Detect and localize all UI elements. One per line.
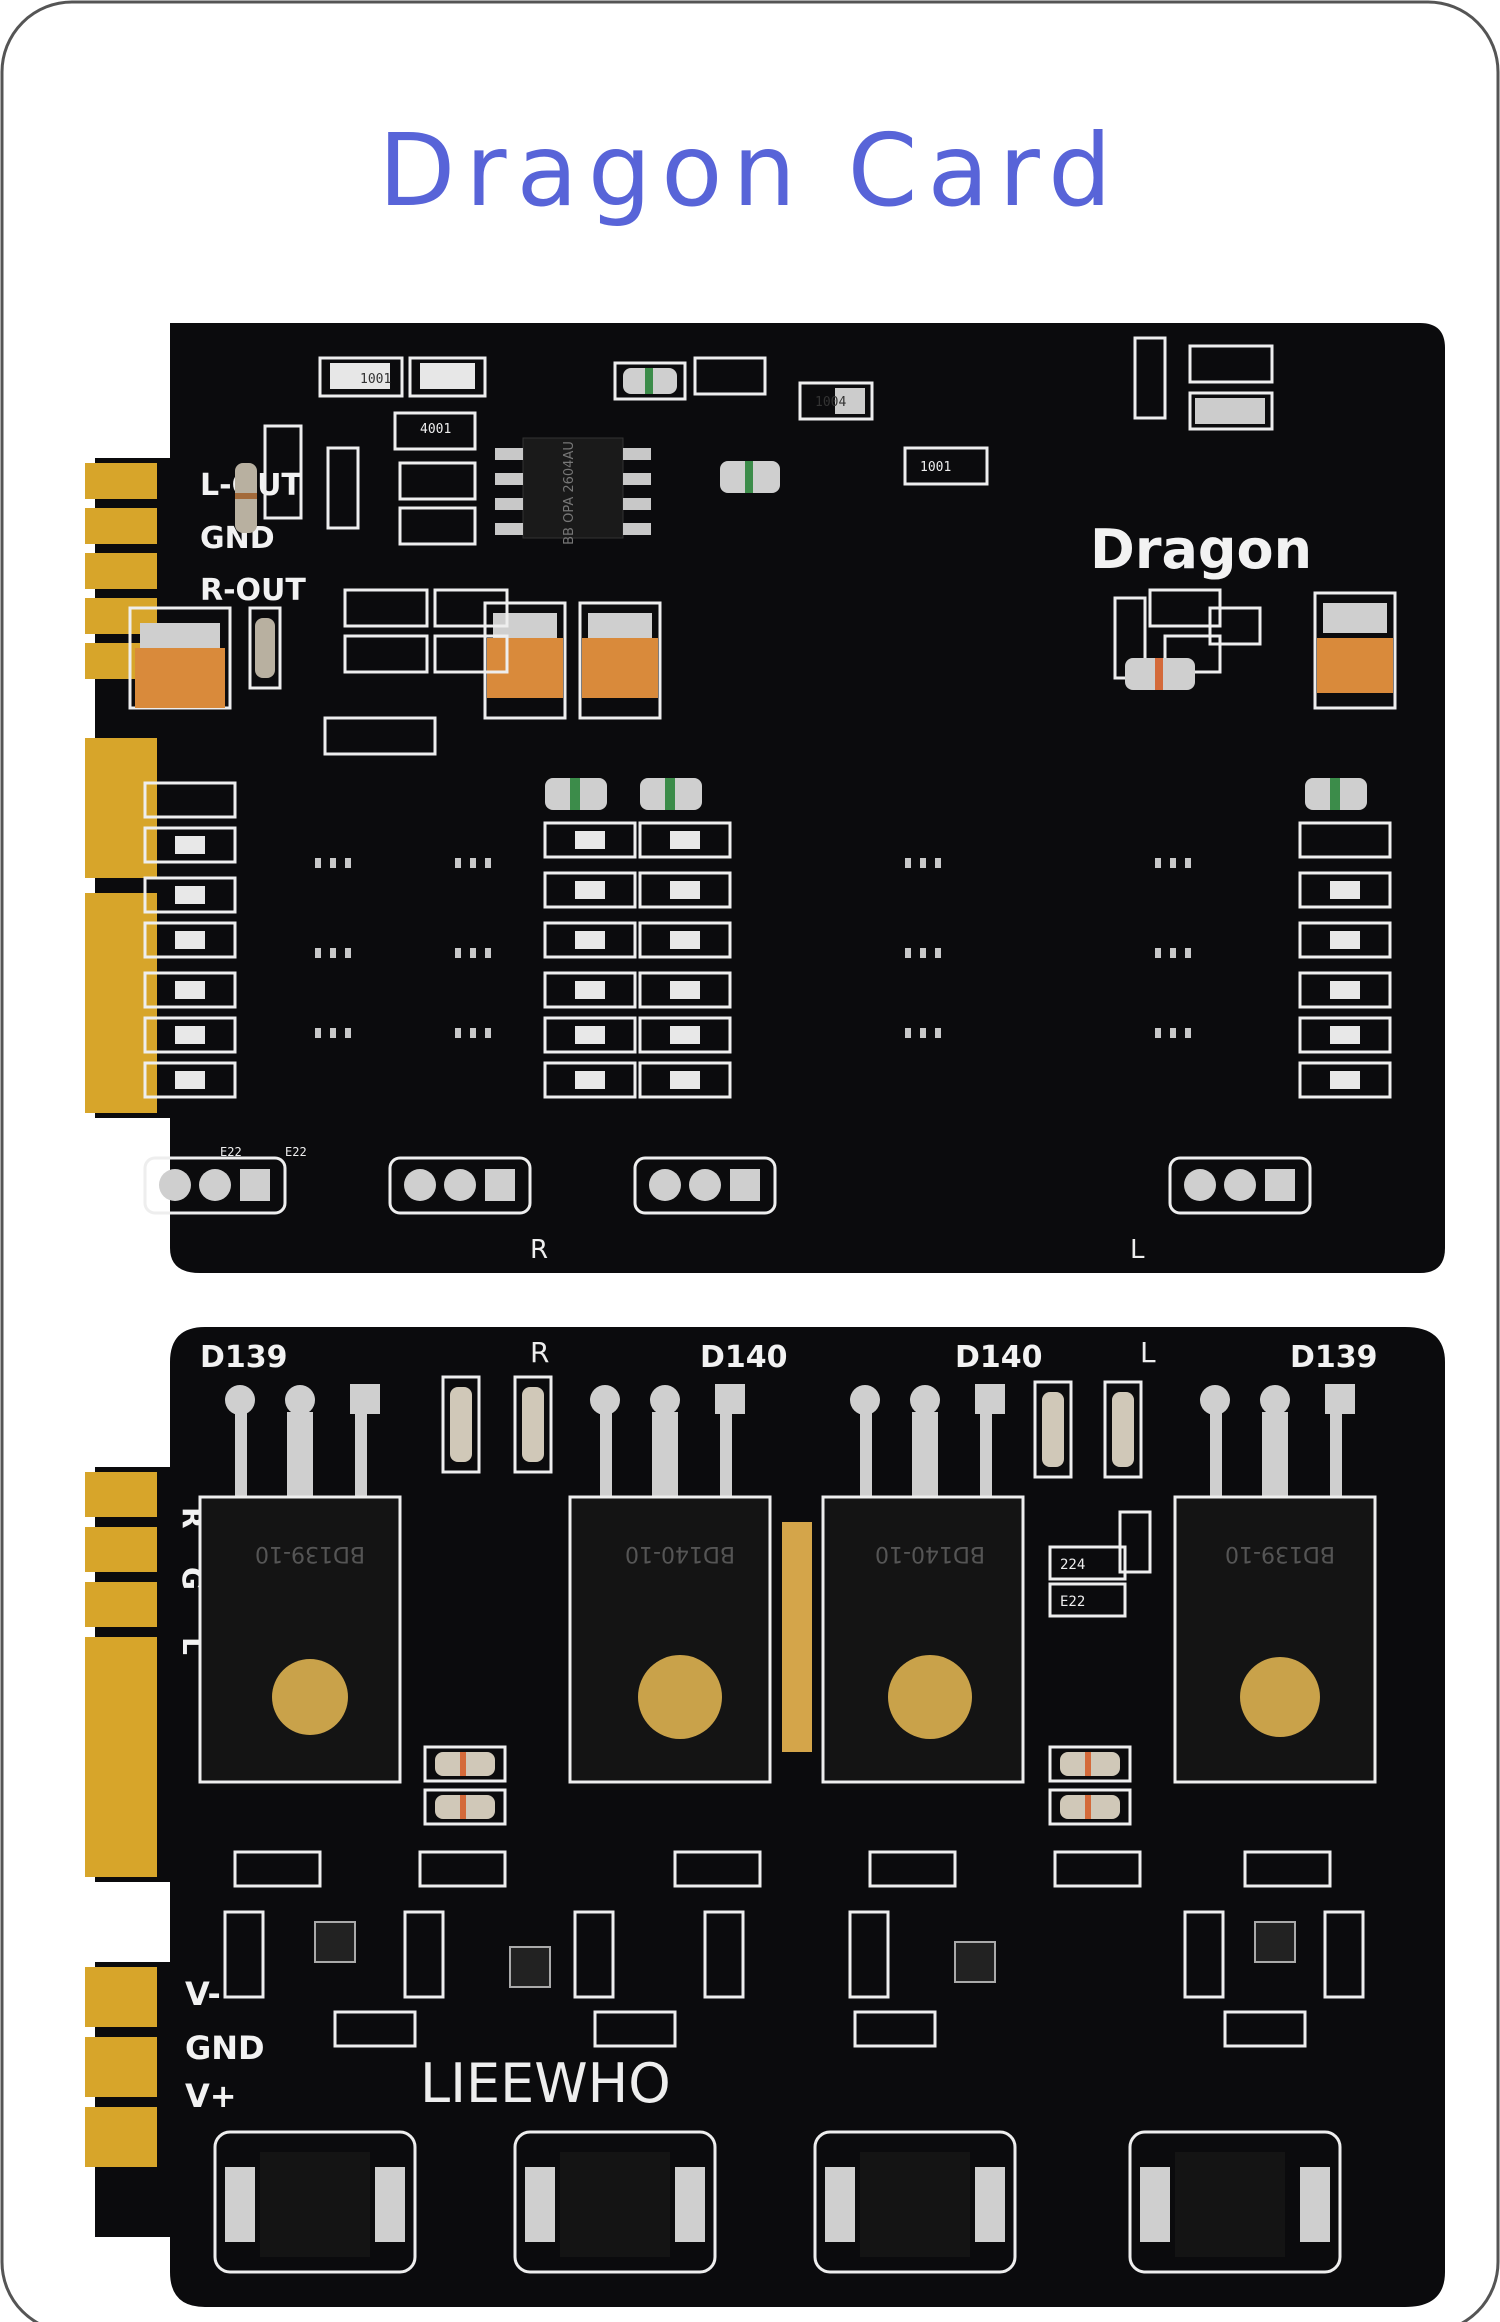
bottom-power-packages xyxy=(213,2130,1342,2274)
tantalum-capacitors xyxy=(128,591,1397,720)
resistor-code-e22: E22 xyxy=(1060,1594,1085,1610)
component-grid xyxy=(143,781,1392,1099)
bottom-header-pads xyxy=(143,1156,1312,1215)
transistor-leads xyxy=(225,1384,1355,1497)
page-title: Dragon Card xyxy=(378,112,1122,229)
resistor-code-2: 4001 xyxy=(420,422,451,437)
bottom-resistors xyxy=(223,1375,1365,2048)
transistor-marking-4: BD139-10 xyxy=(1225,1541,1335,1566)
opamp-chip: BB OPA 2604AU xyxy=(495,437,651,545)
resistor-code-1: 1001 xyxy=(360,372,391,387)
transistor-marking-3: BD140-10 xyxy=(875,1541,985,1566)
channel-label-l: L xyxy=(1130,1235,1145,1265)
maker-label: LIEEWHO xyxy=(420,2052,671,2115)
power-transistors xyxy=(198,1495,1377,1784)
transistor-label-2: D140 xyxy=(700,1340,788,1375)
transistor-marking-1: BD139-10 xyxy=(255,1541,365,1566)
chip-marking: BB OPA 2604AU xyxy=(562,441,577,545)
channel-label-r-bottom: R xyxy=(530,1336,549,1369)
bottom-pcb-board: D139 D140 D140 D139 R L R G L V- GND V+ … xyxy=(85,1327,1445,2307)
sot-transistor-area xyxy=(315,858,1191,1038)
transistor-label-3: D140 xyxy=(955,1340,1043,1375)
resistor-code-3: 1004 xyxy=(815,395,846,410)
resistor-code-224: 224 xyxy=(1060,1557,1085,1573)
board-brand: Dragon xyxy=(1090,518,1312,581)
channel-label-r: R xyxy=(530,1235,548,1265)
resistor-code-6: E22 xyxy=(285,1145,307,1159)
transistor-label-4: D139 xyxy=(1290,1340,1378,1375)
power-label-v-minus: V- xyxy=(185,1975,221,2013)
pin-label-r-out: R-OUT xyxy=(200,573,306,608)
resistor-code-4: 1001 xyxy=(920,460,951,475)
resistor-code-5: E22 xyxy=(220,1145,242,1159)
edge-connector-bottom xyxy=(85,1472,157,2167)
transistor-label-1: D139 xyxy=(200,1340,288,1375)
power-label-gnd: GND xyxy=(185,2029,265,2067)
channel-label-l-bottom: L xyxy=(1140,1336,1156,1369)
top-pcb-board: L-OUT GND R-OUT Dragon R L BB OPA 2604AU xyxy=(85,323,1445,1273)
small-ics xyxy=(314,1921,1296,1988)
melf-resistors xyxy=(235,361,1367,810)
power-label-v-plus: V+ xyxy=(185,2077,237,2115)
transistor-marking-2: BD140-10 xyxy=(625,1541,735,1566)
